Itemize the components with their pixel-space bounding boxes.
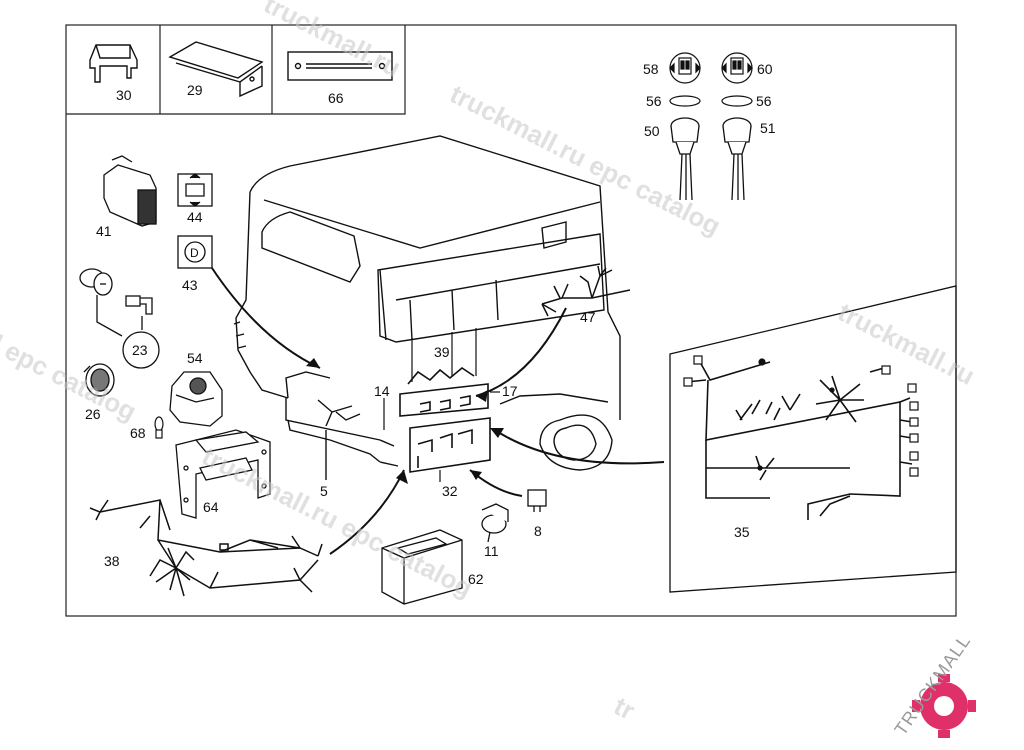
rocker-switch-part-60 — [721, 52, 753, 84]
rocker-switch-part-58 — [669, 52, 701, 84]
part-number-56-right: 56 — [756, 93, 772, 109]
lock-and-key-part-23 — [79, 268, 160, 369]
part-number-14: 14 — [374, 383, 390, 399]
plate-part-66 — [287, 51, 393, 81]
part-number-8: 8 — [534, 523, 542, 539]
part-number-30: 30 — [116, 87, 132, 103]
gear-logo-icon — [912, 674, 976, 738]
watermark-3: l epc catalog — [0, 329, 141, 427]
watermark-4: truckmall.ru — [833, 297, 979, 391]
bracket-part-29 — [168, 41, 264, 98]
relay-part-8 — [527, 489, 547, 512]
bulb-part-68 — [154, 416, 164, 439]
part-number-17: 17 — [502, 383, 518, 399]
harness-part-47 — [541, 265, 631, 317]
buzzer-part-11 — [481, 503, 509, 543]
part-number-64: 64 — [203, 499, 219, 515]
part-number-66: 66 — [328, 90, 344, 106]
part-number-26: 26 — [85, 406, 101, 422]
indicator-lamp-part-51 — [722, 117, 752, 201]
part-number-39: 39 — [434, 344, 450, 360]
part-number-29: 29 — [187, 82, 203, 98]
switch-part-41 — [103, 155, 157, 227]
part-number-35: 35 — [734, 524, 750, 540]
part-number-38: 38 — [104, 553, 120, 569]
watermark-1: truckmall.ru — [259, 0, 405, 83]
part-number-50: 50 — [644, 123, 660, 139]
part-number-43: 43 — [182, 277, 198, 293]
part-number-47: 47 — [580, 309, 596, 325]
part-number-58: 58 — [643, 61, 659, 77]
leader-lines — [383, 328, 500, 482]
inset-box-frame — [66, 25, 406, 115]
truckmall-parts-logo: TRUCKMALL — [890, 631, 976, 739]
cap-part-56-right — [721, 95, 753, 107]
part-number-44: 44 — [187, 209, 203, 225]
svg-text:D: D — [190, 246, 199, 260]
part-number-68: 68 — [130, 425, 146, 441]
harness-part-5 — [317, 399, 361, 480]
part-number-41: 41 — [96, 223, 112, 239]
part-number-32: 32 — [442, 483, 458, 499]
cap-part-56-left — [669, 95, 701, 107]
knob-part-26 — [83, 363, 115, 397]
harness-part-35-panel — [669, 285, 957, 593]
switch-part-54 — [169, 371, 223, 427]
symbol-part-44 — [177, 173, 213, 207]
part-number-51: 51 — [760, 120, 776, 136]
part-number-11: 11 — [484, 543, 499, 559]
central-electrical-panel — [399, 367, 491, 473]
harness-part-35 — [685, 361, 913, 520]
clip-part-30 — [89, 44, 138, 83]
module-part-62 — [381, 529, 463, 605]
bracket-part-64 — [175, 429, 271, 519]
part-number-54: 54 — [187, 350, 203, 366]
part-number-62: 62 — [468, 571, 484, 587]
watermark-6: tr — [609, 691, 639, 726]
part-number-56-left: 56 — [646, 93, 662, 109]
indicator-lamp-part-50 — [670, 117, 700, 201]
part-number-60: 60 — [757, 61, 773, 77]
symbol-part-43: D — [177, 235, 213, 269]
harness-35-connectors — [683, 355, 919, 477]
wiring-harness-part-38 — [89, 499, 323, 597]
part-number-23: 23 — [132, 342, 148, 358]
truck-cab — [233, 135, 621, 471]
arrow-heads — [306, 358, 504, 484]
part-number-5: 5 — [320, 483, 328, 499]
